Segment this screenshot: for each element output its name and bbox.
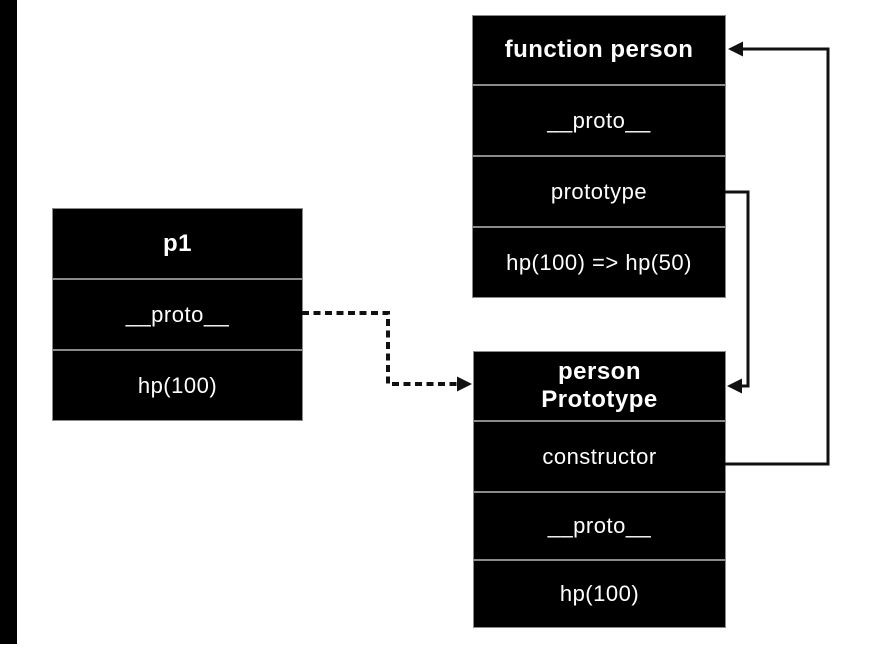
person-prototype-hp-cell: hp(100) <box>473 560 726 628</box>
person-prototype-title-line2: Prototype <box>541 386 658 413</box>
arrow-prototype-to-person-prototype <box>725 190 750 394</box>
function-person-prototype-cell: prototype <box>472 156 726 227</box>
p1-proto-cell: __proto__ <box>52 279 303 350</box>
left-edge-bar <box>0 0 17 644</box>
person-prototype-box-title: person Prototype <box>473 351 726 421</box>
function-person-box-title: function person <box>472 15 726 85</box>
p1-hp-cell: hp(100) <box>52 350 303 421</box>
p1-object-box: p1 __proto__ hp(100) <box>52 208 303 421</box>
function-person-box: function person __proto__ prototype hp(1… <box>472 15 726 298</box>
p1-box-title: p1 <box>52 208 303 279</box>
function-person-hp-cell: hp(100) => hp(50) <box>472 227 726 298</box>
person-prototype-constructor-cell: constructor <box>473 421 726 492</box>
person-prototype-title-line1: person <box>557 357 641 385</box>
person-prototype-box: person Prototype constructor __proto__ h… <box>473 351 726 628</box>
function-person-proto-cell: __proto__ <box>472 85 726 156</box>
person-prototype-proto-cell: __proto__ <box>473 492 726 560</box>
arrow-p1-proto-to-person-prototype <box>302 311 472 392</box>
arrow-constructor-to-function-person <box>725 41 830 466</box>
